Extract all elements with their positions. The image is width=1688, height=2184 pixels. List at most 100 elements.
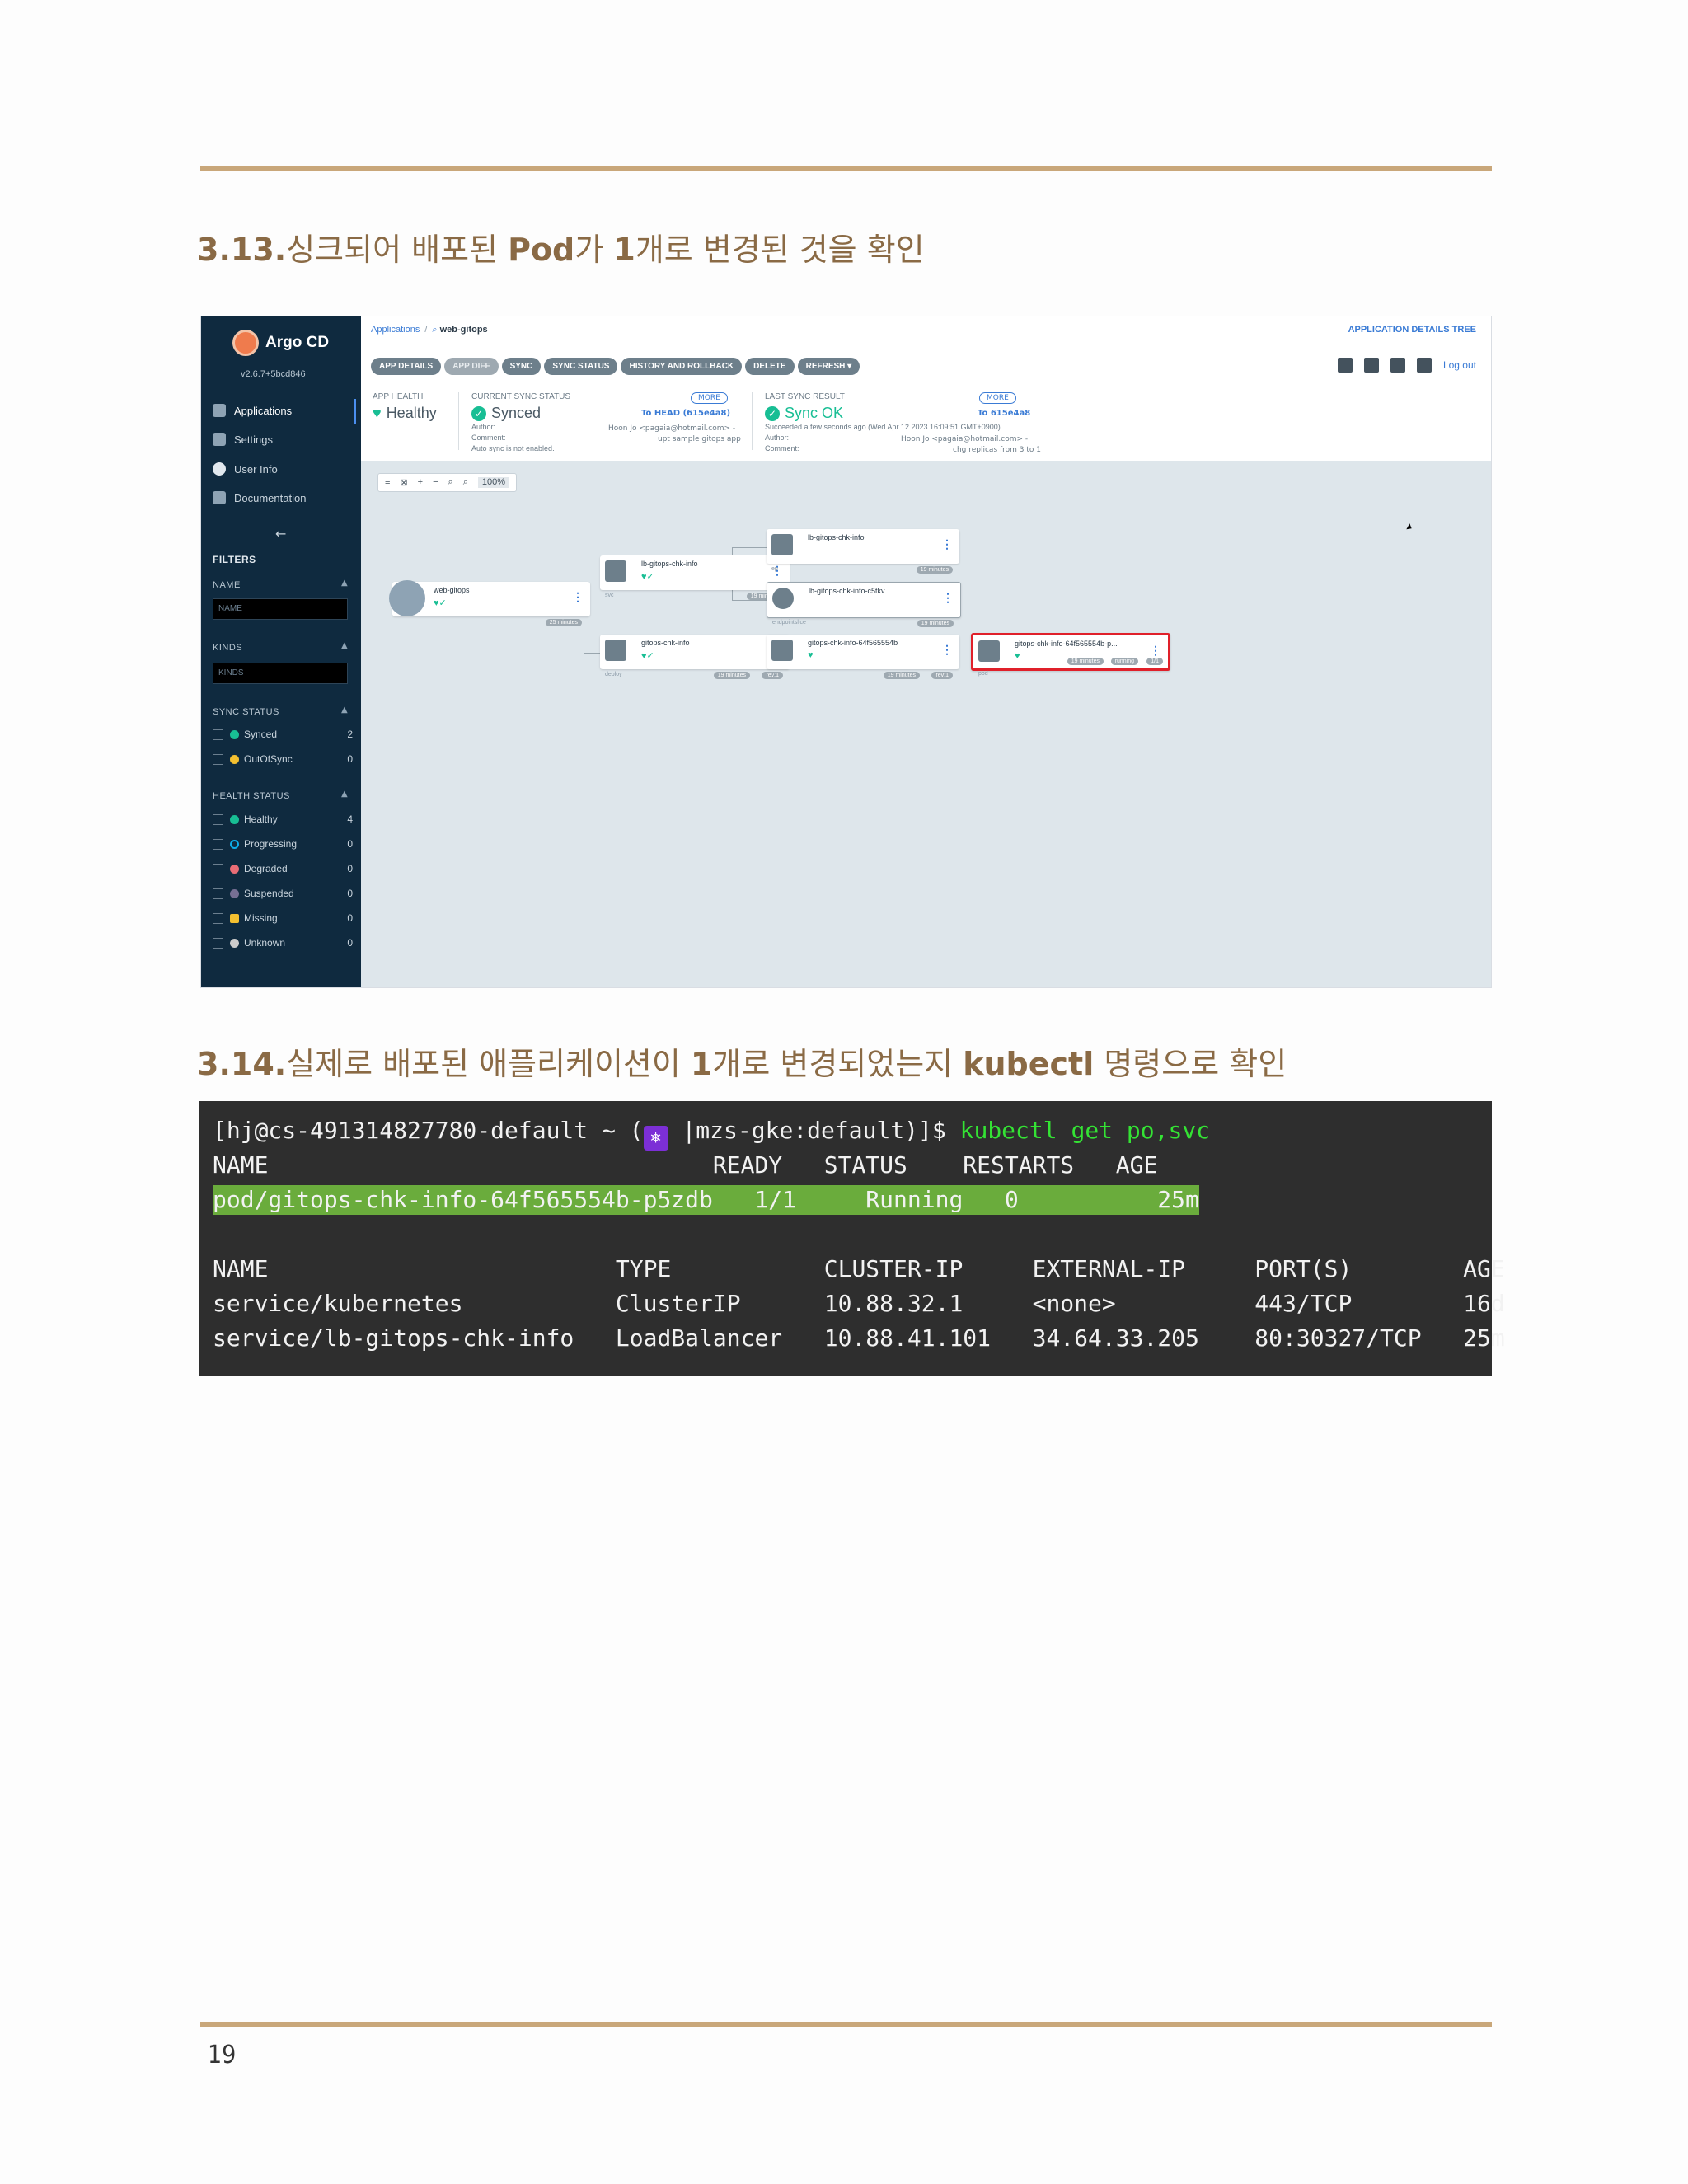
align-icon[interactable]: ≡ [385, 477, 391, 487]
brand[interactable]: Argo CD [232, 330, 329, 356]
chevron-up-icon[interactable]: ▲ [341, 641, 348, 650]
kinds-filter-label: KINDS [213, 643, 243, 653]
search-icon[interactable]: ⌕ [462, 477, 468, 487]
sidebar-item-settings[interactable]: Settings [213, 433, 361, 446]
filter-degraded[interactable]: Degraded 0 [213, 863, 353, 874]
argocd-screenshot: Argo CD v2.6.7+5bcd846 Applications Sett… [200, 316, 1492, 988]
more-icon[interactable]: ⋮ [1150, 644, 1161, 657]
deployment-icon [605, 640, 626, 661]
name-filter-input[interactable]: NAME [213, 598, 348, 620]
chevron-up-icon[interactable]: ▲ [341, 790, 348, 799]
pod-row-highlighted: pod/gitops-chk-info-64f565554b-p5zdb 1/1… [213, 1185, 1199, 1215]
question-icon [230, 938, 239, 948]
details-tree-label: APPLICATION DETAILS TREE [1348, 325, 1476, 335]
checkbox[interactable] [213, 888, 223, 899]
sidebar-item-documentation[interactable]: Documentation [213, 491, 361, 504]
app-details-button[interactable]: APP DETAILS [371, 358, 442, 375]
node-pod-highlighted[interactable]: pod gitops-chk-info-64f565554b-p... ♥ ⋮ … [971, 633, 1170, 677]
checkbox[interactable] [213, 753, 223, 765]
node-svc[interactable]: svc lb-gitops-chk-info ♥✓ ⋮ 19 minutes [600, 555, 790, 600]
delete-button[interactable]: DELETE [745, 358, 795, 375]
filter-synced[interactable]: Synced 2 [213, 729, 353, 740]
filter-missing[interactable]: Missing 0 [213, 912, 353, 924]
history-rollback-button[interactable]: HISTORY AND ROLLBACK [621, 358, 743, 375]
node-ep[interactable]: ep lb-gitops-chk-info ⋮ 19 minutes [767, 529, 959, 574]
section-heading-3-13: 3.13.싱크되어 배포된 Pod가 1개로 변경된 것을 확인 [197, 232, 925, 268]
checkbox[interactable] [213, 937, 223, 949]
more-icon[interactable]: ⋮ [941, 537, 953, 551]
mouse-cursor-icon [1406, 523, 1414, 532]
breadcrumb-applications[interactable]: Applications [371, 325, 420, 335]
name-filter-label: NAME [213, 580, 241, 590]
filter-progressing[interactable]: Progressing 0 [213, 838, 353, 850]
list-view-icon[interactable] [1416, 358, 1432, 373]
app-header: Applications/⌕ web-gitops APPLICATION DE… [361, 316, 1491, 461]
service-row: service/kubernetes ClusterIP 10.88.32.1 … [213, 1290, 1505, 1317]
fit-icon[interactable]: ⊠ [400, 478, 408, 488]
checkbox[interactable] [213, 729, 223, 740]
kinds-filter-input[interactable]: KINDS [213, 663, 348, 684]
service-icon [605, 560, 626, 582]
checkbox[interactable] [213, 813, 223, 825]
filters-label: FILTERS [213, 554, 256, 565]
breadcrumb: Applications/⌕ web-gitops [371, 325, 488, 335]
more-icon[interactable]: ⋮ [771, 564, 783, 577]
sidebar: Argo CD v2.6.7+5bcd846 Applications Sett… [201, 316, 361, 987]
tree-view-icon[interactable] [1337, 358, 1353, 373]
applications-icon [213, 404, 226, 417]
logout-link[interactable]: Log out [1442, 359, 1476, 371]
zoom-out-icon[interactable]: − [433, 477, 438, 487]
sync-revision[interactable]: To HEAD (615e4a8) [641, 409, 731, 418]
filter-suspended[interactable]: Suspended 0 [213, 888, 353, 899]
top-rule [200, 166, 1492, 171]
sync-status-label: SYNC STATUS [213, 707, 279, 717]
filter-outofsync[interactable]: OutOfSync 0 [213, 753, 353, 765]
last-sync-more-button[interactable]: MORE [979, 392, 1016, 404]
page-number: 19 [208, 2041, 237, 2069]
bottom-rule [200, 2022, 1492, 2027]
sidebar-item-applications[interactable]: Applications [213, 399, 361, 424]
outofsync-icon [230, 754, 239, 764]
synced-icon [230, 729, 239, 739]
collapse-arrow-icon[interactable]: ← [275, 526, 287, 541]
replicaset-icon [771, 640, 793, 661]
more-icon[interactable]: ⋮ [942, 591, 954, 604]
sync-button[interactable]: SYNC [501, 358, 542, 375]
sync-status-panel: CURRENT SYNC STATUS ✓Synced Author: Comm… [471, 392, 571, 452]
terminal-prompt: [hj@cs-491314827780-default ~ (⎈ |mzs-gk… [213, 1116, 1210, 1151]
refresh-button[interactable]: REFRESH ▾ [797, 358, 860, 375]
chevron-up-icon[interactable]: ▲ [341, 579, 348, 588]
chevron-up-icon[interactable]: ▲ [341, 705, 348, 715]
app-health-panel: APP HEALTH ♥Healthy [373, 392, 437, 421]
kubernetes-icon: ⎈ [643, 1126, 668, 1151]
check-circle-icon: ✓ [471, 405, 486, 421]
graph-toolbar: ≡ ⊠ + − ⌕ ⌕ 100% [377, 473, 517, 492]
zoom-in-icon[interactable]: + [417, 477, 424, 487]
user-icon [213, 462, 226, 476]
sync-more-button[interactable]: MORE [691, 392, 728, 404]
service-row: service/lb-gitops-chk-info LoadBalancer … [213, 1324, 1505, 1352]
node-app[interactable]: web-gitops ♥✓ ⋮ 25 minutes [389, 580, 590, 626]
checkbox[interactable] [213, 863, 223, 874]
network-view-icon[interactable] [1390, 358, 1405, 373]
filter-unknown[interactable]: Unknown 0 [213, 937, 353, 949]
more-icon[interactable]: ⋮ [941, 643, 953, 656]
node-health: ♥✓ [434, 598, 447, 608]
node-rs[interactable]: rs gitops-chk-info-64f565554b ♥ ⋮ 19 min… [767, 635, 959, 679]
filter-healthy[interactable]: Healthy 4 [213, 813, 353, 825]
checkbox[interactable] [213, 838, 223, 850]
checkbox[interactable] [213, 912, 223, 924]
view-switcher: Log out [1337, 358, 1476, 373]
sidebar-item-user-info[interactable]: User Info [213, 462, 361, 476]
pod-icon [978, 640, 1000, 662]
pods-view-icon[interactable] [1363, 358, 1379, 373]
node-deploy[interactable]: deploy gitops-chk-info ♥✓ ⋮ 19 minutes r… [600, 635, 790, 679]
last-sync-revision[interactable]: To 615e4a8 [978, 409, 1031, 418]
node-endpointslice[interactable]: endpointslice lb-gitops-chk-info-c5tkv ⋮… [767, 582, 961, 627]
sync-status-button[interactable]: SYNC STATUS [544, 358, 618, 375]
section-heading-3-14: 3.14.실제로 배포된 애플리케이션이 1개로 변경되었는지 kubectl … [197, 1046, 1287, 1082]
app-diff-button[interactable]: APP DIFF [444, 358, 499, 375]
app-icon [389, 580, 425, 616]
more-icon[interactable]: ⋮ [572, 590, 584, 603]
search-icon[interactable]: ⌕ [448, 477, 453, 487]
